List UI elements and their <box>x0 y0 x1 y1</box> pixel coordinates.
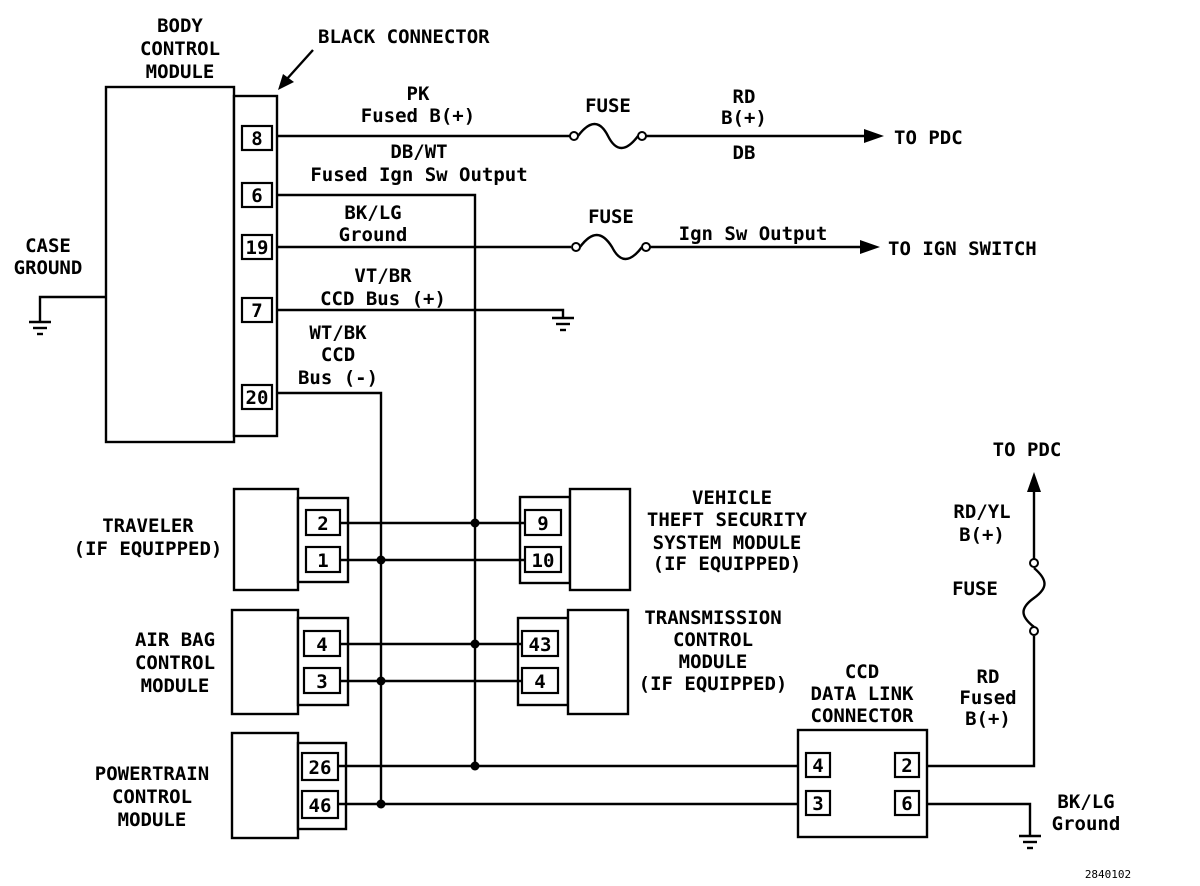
dlc-label-line3: CONNECTOR <box>811 705 915 727</box>
fuse-2-label: FUSE <box>588 206 634 228</box>
pcm-label-line1: POWERTRAIN <box>95 763 209 785</box>
wire-7-name: CCD Bus (+) <box>320 288 446 310</box>
vtss-module: 9 10 <box>518 487 632 592</box>
pcm-label-line2: CONTROL <box>112 786 192 808</box>
traveler-pin-1: 1 <box>317 550 328 572</box>
fuse-1-label: FUSE <box>585 95 631 117</box>
case-ground-label-line2: GROUND <box>14 257 83 279</box>
bklg2-line2: Ground <box>1052 813 1121 835</box>
bklg2-line1: BK/LG <box>1057 791 1114 813</box>
tcm-label-line2: CONTROL <box>673 629 753 651</box>
tcm-label-line3: MODULE <box>679 651 748 673</box>
tcm-module: 43 4 <box>516 608 630 716</box>
fuse-3-symbol <box>1022 558 1046 636</box>
case-ground-label-line1: CASE <box>25 235 71 257</box>
ign-sw-output-label: Ign Sw Output <box>679 223 828 245</box>
pcm-label-line3: MODULE <box>118 809 187 831</box>
wire-20-name-line2: Bus (-) <box>298 367 378 389</box>
ground-symbol-3 <box>1019 834 1041 850</box>
figure-id: 2840102 <box>1085 868 1131 881</box>
dlc-pin-6: 6 <box>901 793 912 815</box>
traveler-label-line1: TRAVELER <box>102 515 194 537</box>
rd2-line2: Fused <box>959 687 1016 709</box>
pcm-pin-26: 26 <box>309 757 332 779</box>
bcm-pin-8: 8 <box>251 128 262 150</box>
airbag-pin-4: 4 <box>316 634 327 656</box>
to-ign-switch-arrowhead <box>860 240 880 254</box>
to-pdc-2-label: TO PDC <box>993 439 1062 461</box>
traveler-pin-2: 2 <box>317 513 328 535</box>
wire-bklg-ground <box>927 802 1032 836</box>
splice-dots <box>376 518 480 809</box>
to-pdc-1-label: TO PDC <box>894 127 963 149</box>
wire-6 <box>277 193 477 766</box>
vtss-label-line1: VEHICLE <box>692 487 772 509</box>
case-ground-wire <box>38 295 106 322</box>
bcm-pin-20: 20 <box>246 387 269 409</box>
to-pdc-1-arrowhead <box>864 129 884 143</box>
db-label: DB <box>733 142 756 164</box>
wire-6-name: Fused Ign Sw Output <box>310 164 527 186</box>
wire-20 <box>277 391 383 804</box>
bcm-pin-7: 7 <box>251 300 262 322</box>
wire-8-name: Fused B(+) <box>361 105 475 127</box>
to-pdc-2-arrowhead <box>1027 472 1041 492</box>
body-control-module: 8 6 19 7 20 <box>104 85 279 444</box>
bcm-label-line1: BODY <box>157 15 203 37</box>
black-connector-arrowhead <box>278 74 294 90</box>
rd1-name: B(+) <box>721 107 767 129</box>
dlc-label-line2: DATA LINK <box>811 683 915 705</box>
ground-symbol-2 <box>552 316 574 332</box>
vtss-label-line4: (IF EQUIPPED) <box>653 553 802 575</box>
vtss-pin-10: 10 <box>532 550 555 572</box>
wire-8-color: PK <box>407 83 430 105</box>
black-connector-leader <box>285 49 314 81</box>
wire-20-name-line1: CCD <box>321 344 355 366</box>
bcm-pin-19: 19 <box>246 237 269 259</box>
rdyl-color: RD/YL <box>953 501 1010 523</box>
traveler-module: 2 1 <box>232 487 350 592</box>
black-connector-label: BLACK CONNECTOR <box>318 26 490 48</box>
bcm-label-line2: CONTROL <box>140 38 220 60</box>
airbag-label-line3: MODULE <box>141 675 210 697</box>
wire-19-color: BK/LG <box>344 202 401 224</box>
tcm-pin-4: 4 <box>534 671 545 693</box>
rdyl-name: B(+) <box>959 524 1005 546</box>
to-ign-switch-label: TO IGN SWITCH <box>888 238 1037 260</box>
rd2-line1: RD <box>977 666 1000 688</box>
wire-20-color: WT/BK <box>309 322 367 344</box>
rd1-color: RD <box>733 86 756 108</box>
rd2-line3: B(+) <box>965 708 1011 730</box>
bcm-pin-6: 6 <box>251 185 262 207</box>
bcm-label-line3: MODULE <box>146 61 215 83</box>
dlc-pin-4: 4 <box>812 755 823 777</box>
airbag-pin-3: 3 <box>316 671 327 693</box>
wire-19-name: Ground <box>339 224 408 246</box>
tcm-label-line1: TRANSMISSION <box>644 607 781 629</box>
dlc-pin-3: 3 <box>812 793 823 815</box>
wire-rd-fused-b <box>927 636 1036 768</box>
wire-6-color: DB/WT <box>390 141 447 163</box>
traveler-label-line2: (IF EQUIPPED) <box>74 538 223 560</box>
wire-7-color: VT/BR <box>354 265 412 287</box>
vtss-pin-9: 9 <box>537 513 548 535</box>
pcm-module: 26 46 <box>230 731 348 840</box>
fuse-2-symbol <box>571 233 651 261</box>
airbag-module: 4 3 <box>230 608 350 716</box>
tcm-pin-43: 43 <box>529 634 552 656</box>
case-ground-symbol <box>29 320 51 336</box>
airbag-label-line1: AIR BAG <box>135 629 215 651</box>
dlc-pin-2: 2 <box>901 755 912 777</box>
vtss-label-line2: THEFT SECURITY <box>647 509 808 531</box>
pcm-pin-46: 46 <box>309 795 332 817</box>
airbag-label-line2: CONTROL <box>135 652 215 674</box>
wire-7 <box>277 308 565 318</box>
fuse-3-label: FUSE <box>952 578 998 600</box>
vtss-label-line3: SYSTEM MODULE <box>653 532 802 554</box>
tcm-label-line4: (IF EQUIPPED) <box>639 673 788 695</box>
fuse-1-symbol <box>569 122 647 150</box>
ccd-data-link-connector: 4 3 2 6 <box>796 728 929 839</box>
dlc-label-line1: CCD <box>845 661 879 683</box>
